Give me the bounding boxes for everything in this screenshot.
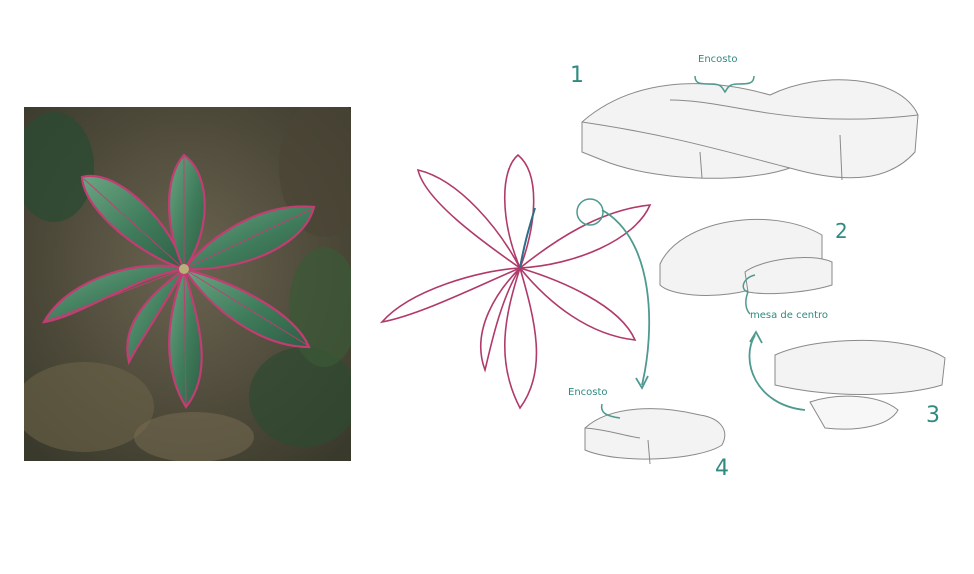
detail-circle	[577, 199, 603, 225]
furniture-sketch: Encosto 1 2 mesa de centro 3 Encosto 4	[370, 40, 974, 510]
sketch-number-2: 2	[835, 219, 848, 243]
sofa-sketch-2	[660, 219, 832, 295]
label-encosto-bottom: Encosto	[568, 387, 608, 398]
sofa-sketch-3	[775, 340, 945, 429]
sofa-sketch-1	[582, 80, 918, 180]
sketch-number-1: 1	[570, 63, 584, 88]
label-encosto-top: Encosto	[698, 54, 738, 65]
sofa-sketch-4	[585, 409, 725, 464]
arrow-to-4	[602, 210, 649, 385]
sketch-number-3: 3	[926, 403, 940, 428]
sketch-number-4: 4	[715, 456, 729, 481]
leaf-outline-drawing	[382, 155, 650, 408]
leaf-photo	[24, 107, 351, 461]
label-mesa-de-centro: mesa de centro	[750, 310, 828, 321]
